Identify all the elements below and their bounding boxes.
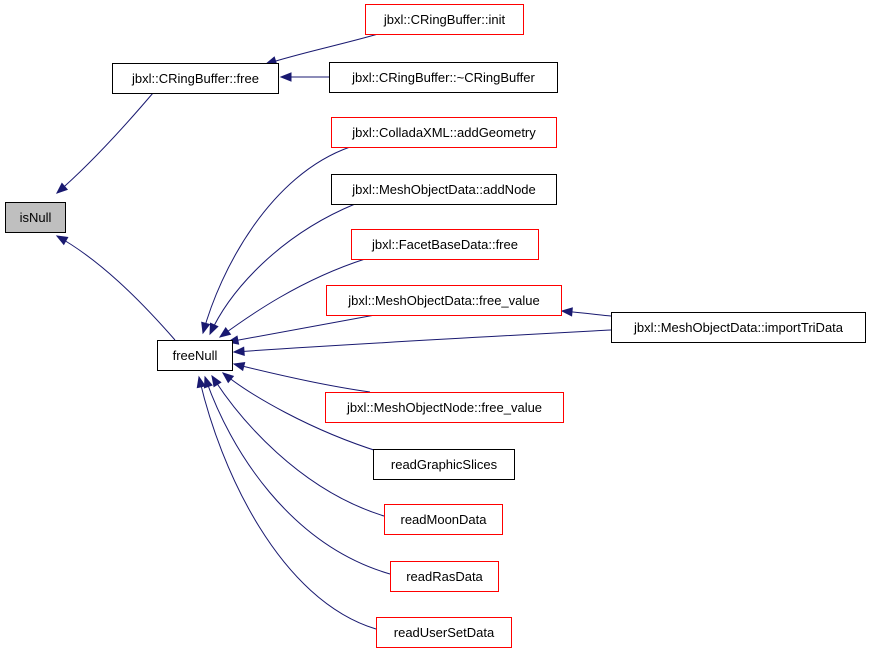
node-label: jbxl::FacetBaseData::free — [371, 237, 518, 252]
edge-line — [209, 203, 356, 335]
edge-line — [233, 329, 612, 353]
edge-line — [227, 314, 376, 343]
edges-layer — [55, 33, 612, 630]
node-addNode[interactable]: jbxl::MeshObjectData::addNode — [331, 174, 557, 205]
node-box — [331, 117, 557, 148]
node-label: freeNull — [173, 348, 218, 363]
node-label: readMoonData — [401, 512, 488, 527]
node-box — [384, 504, 503, 535]
node-label: readUserSetData — [394, 625, 495, 640]
edge-line — [198, 376, 377, 630]
node-modFreeValue[interactable]: jbxl::MeshObjectData::free_value — [326, 285, 562, 316]
arrow-head-icon — [196, 375, 206, 389]
edge-line — [211, 375, 385, 517]
edge-readUser-to-freeNull — [196, 375, 377, 630]
edge-importTri-to-modFreeValue — [560, 307, 612, 317]
edge-cringFree-to-isNull — [55, 92, 154, 194]
node-box — [325, 392, 564, 423]
edge-facetFree-to-freeNull — [218, 258, 366, 338]
node-label: jbxl::MeshObjectData::free_value — [347, 293, 539, 308]
arrow-head-icon — [203, 375, 213, 389]
node-importTri[interactable]: jbxl::MeshObjectData::importTriData — [611, 312, 866, 343]
node-addGeometry[interactable]: jbxl::ColladaXML::addGeometry — [331, 117, 557, 148]
edge-freeNull-to-isNull — [55, 235, 176, 341]
edge-importTri-to-freeNull — [232, 329, 612, 357]
edge-cringDtor-to-cringFree — [279, 72, 330, 82]
edge-readRas-to-freeNull — [203, 375, 391, 575]
node-label: jbxl::CRingBuffer::free — [131, 71, 259, 86]
arrow-head-icon — [211, 374, 222, 388]
edge-line — [56, 92, 154, 194]
node-label: isNull — [20, 210, 52, 225]
node-box — [5, 202, 66, 233]
node-label: jbxl::MeshObjectData::importTriData — [633, 320, 844, 335]
arrow-head-icon — [55, 182, 69, 194]
arrow-head-icon — [221, 372, 235, 384]
edge-modFreeValue-to-freeNull — [226, 314, 376, 345]
nodes-layer: isNull jbxl::CRingBuffer::free jbxl::CRing… — [5, 4, 866, 648]
node-readMoon[interactable]: readMoonData — [384, 504, 503, 535]
node-box — [390, 561, 499, 592]
edge-addNode-to-freeNull — [209, 203, 356, 336]
node-readUser[interactable]: readUserSetData — [376, 617, 512, 648]
node-readGraphic[interactable]: readGraphicSlices — [373, 449, 515, 480]
node-isNull: isNull — [5, 202, 66, 233]
arrow-head-icon — [232, 361, 246, 372]
edge-cringInit-to-cringFree — [264, 33, 379, 66]
node-label: jbxl::MeshObjectData::addNode — [351, 182, 536, 197]
node-box — [365, 4, 524, 35]
node-label: jbxl::MeshObjectNode::free_value — [346, 400, 542, 415]
node-box — [112, 63, 279, 94]
edge-readGraphic-to-freeNull — [221, 372, 381, 453]
edge-line — [202, 146, 351, 334]
edge-line — [204, 376, 391, 575]
node-box — [376, 617, 512, 648]
node-box — [157, 340, 233, 371]
node-label: jbxl::CRingBuffer::init — [383, 12, 506, 27]
edge-line — [56, 235, 176, 341]
node-cringFree[interactable]: jbxl::CRingBuffer::free — [112, 63, 279, 94]
edge-addGeometry-to-freeNull — [201, 146, 351, 335]
edge-readMoon-to-freeNull — [211, 374, 385, 517]
node-label: readRasData — [406, 569, 483, 584]
arrow-head-icon — [560, 307, 573, 317]
node-box — [326, 285, 562, 316]
node-readRas[interactable]: readRasData — [390, 561, 499, 592]
node-box — [351, 229, 539, 260]
edge-line — [222, 372, 381, 453]
edge-line — [233, 363, 371, 393]
node-box — [329, 62, 558, 93]
node-monFreeValue[interactable]: jbxl::MeshObjectNode::free_value — [325, 392, 564, 423]
arrow-head-icon — [279, 72, 292, 82]
node-label: readGraphicSlices — [391, 457, 498, 472]
arrow-head-icon — [232, 346, 245, 357]
node-box — [331, 174, 557, 205]
arrow-head-icon — [218, 326, 232, 338]
node-cringInit[interactable]: jbxl::CRingBuffer::init — [365, 4, 524, 35]
edge-monFreeValue-to-freeNull — [232, 361, 371, 393]
arrow-head-icon — [209, 322, 219, 336]
arrow-head-icon — [201, 321, 211, 335]
node-freeNull[interactable]: freeNull — [157, 340, 233, 371]
node-label: jbxl::ColladaXML::addGeometry — [351, 125, 536, 140]
edge-line — [265, 33, 379, 65]
edge-line — [219, 258, 366, 338]
node-box — [611, 312, 866, 343]
node-label: jbxl::CRingBuffer::~CRingBuffer — [351, 70, 535, 85]
node-box — [373, 449, 515, 480]
arrow-head-icon — [55, 235, 69, 246]
node-facetFree[interactable]: jbxl::FacetBaseData::free — [351, 229, 539, 260]
node-cringDtor[interactable]: jbxl::CRingBuffer::~CRingBuffer — [329, 62, 558, 93]
